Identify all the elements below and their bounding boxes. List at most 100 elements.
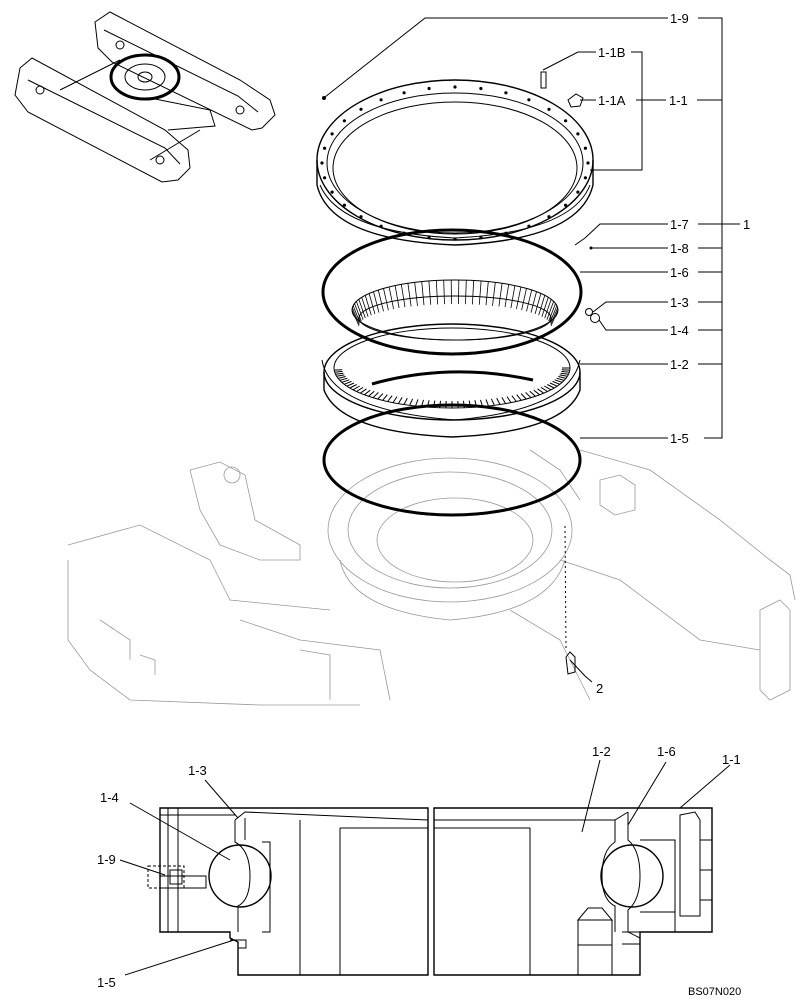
gear-tooth — [336, 374, 345, 377]
gear-tooth — [358, 299, 366, 319]
gear-tooth — [472, 280, 475, 305]
section-label-1-4: 1-4 — [100, 790, 119, 805]
gear-tooth — [407, 283, 412, 307]
bolt-hole — [564, 203, 568, 207]
bolt-hole — [576, 132, 580, 136]
gear-tooth — [349, 384, 357, 389]
gear-tooth — [544, 385, 552, 391]
gear-tooth — [344, 380, 352, 385]
gear-tooth — [352, 305, 361, 323]
gear-tooth — [485, 281, 489, 306]
gear-tooth — [373, 291, 380, 313]
gear-tooth — [537, 388, 544, 394]
gear-tooth — [538, 295, 546, 316]
gear-tooth — [392, 396, 398, 403]
inner-gear-race — [321, 279, 581, 438]
label-1-4: 1-4 — [670, 323, 689, 338]
gear-tooth — [435, 280, 438, 305]
thumbnail-highlight-ring — [109, 53, 181, 101]
gear-tooth — [368, 293, 376, 315]
label-1-8: 1-8 — [670, 241, 689, 256]
gear-tooth — [428, 280, 432, 305]
small-parts — [322, 71, 600, 675]
taper-pin-1-1b — [540, 71, 547, 89]
bolt-hole — [547, 215, 551, 219]
gear-tooth — [541, 297, 549, 317]
bolt-hole — [359, 107, 363, 111]
undercarriage-thumbnail — [14, 11, 276, 183]
gear-tooth — [526, 289, 533, 312]
gear-tooth — [356, 301, 364, 320]
gear-tooth — [540, 386, 548, 392]
gear-tooth — [504, 284, 510, 308]
gear-tooth — [415, 399, 419, 407]
bolt-hole — [479, 86, 483, 91]
bolt-hole — [586, 161, 590, 165]
gear-tooth — [334, 370, 343, 373]
gear-tooth — [351, 307, 360, 325]
gear-tooth — [546, 301, 554, 320]
gear-tooth — [525, 392, 532, 399]
inner-race-gear-teeth — [334, 279, 570, 408]
upper-frame-background — [67, 449, 796, 706]
section-label-1-6: 1-6 — [657, 744, 676, 759]
bolt-hole — [453, 85, 457, 89]
label-1-9: 1-9 — [670, 11, 689, 26]
gear-tooth — [561, 370, 570, 373]
gear-tooth — [510, 285, 516, 309]
gear-tooth — [377, 393, 384, 400]
gear-tooth — [485, 399, 489, 407]
bolt-hole — [427, 235, 431, 240]
bolt-hole — [379, 224, 383, 228]
outer-ring-bolt-holes — [320, 85, 590, 241]
gear-tooth — [516, 286, 522, 310]
gear-tooth — [368, 390, 375, 397]
gear-tooth — [520, 393, 527, 400]
gear-tooth — [550, 307, 559, 325]
gear-tooth — [490, 398, 495, 406]
gear-tooth — [339, 377, 348, 381]
bolt-hole — [342, 119, 346, 123]
gear-tooth — [521, 288, 527, 311]
gear-tooth — [443, 280, 445, 305]
gear-tooth — [341, 379, 350, 383]
gear-tooth — [534, 293, 542, 315]
bolt-hole — [330, 190, 334, 194]
gear-tooth — [337, 376, 346, 379]
gear-tooth — [556, 377, 565, 381]
gear-tooth — [516, 394, 522, 401]
gear-tooth — [382, 394, 388, 401]
bolt-hole — [504, 91, 508, 95]
bolt-hole — [547, 107, 551, 111]
bolt-hole — [320, 161, 324, 165]
retainer-1-4 — [590, 313, 600, 323]
gear-tooth — [550, 309, 559, 327]
plug-1-1a — [567, 93, 584, 108]
label-1-1b: 1-1B — [598, 45, 625, 60]
gear-tooth — [554, 379, 563, 383]
bolt-hole — [342, 203, 346, 207]
gear-tooth — [360, 388, 367, 394]
gear-tooth — [530, 291, 537, 313]
bolt-2 — [565, 651, 576, 675]
bolt-hole — [583, 146, 588, 150]
bolt-hole — [402, 91, 406, 95]
gear-tooth — [387, 395, 393, 402]
gear-tooth — [501, 397, 507, 404]
gear-tooth — [548, 303, 556, 322]
label-1-5: 1-5 — [670, 431, 689, 446]
gear-tooth — [364, 295, 372, 316]
ball-1-3 — [585, 308, 593, 316]
gear-tooth — [335, 372, 344, 375]
bolt-hole — [323, 176, 327, 180]
gear-tooth — [544, 299, 552, 319]
gear-tooth — [559, 374, 568, 377]
gear-tooth — [409, 398, 414, 406]
label-1-2: 1-2 — [670, 357, 689, 372]
gear-tooth — [383, 288, 389, 311]
bolt-hole — [527, 224, 531, 228]
gear-tooth — [361, 297, 369, 317]
drawing-code: BS07N020 — [688, 986, 741, 998]
bolt-hole — [427, 86, 431, 91]
gear-tooth — [388, 286, 394, 310]
